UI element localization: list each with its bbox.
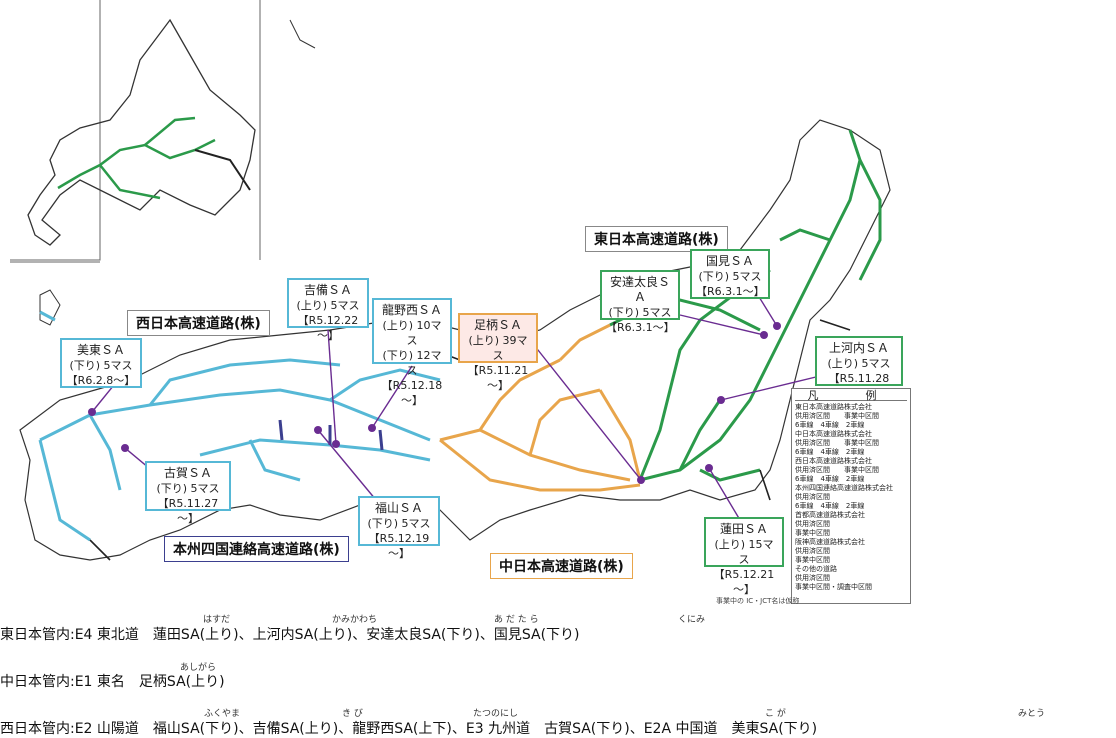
legend-title: 凡 例	[795, 390, 907, 401]
sa-date: 【R5.12.19～】	[368, 532, 430, 560]
sa-detail: (下り) 5マス	[698, 270, 762, 283]
hokkaido-outline	[27, 18, 256, 246]
company-label-central: 中日本高速道路(株)	[490, 553, 633, 579]
legend-row: 本州四国連絡高速道路株式会社	[795, 484, 893, 492]
legend-row: 6車線 4車線 2車線	[795, 502, 865, 510]
legend-row: 6車線 4車線 2車線	[795, 421, 865, 429]
legend-row: 中日本高速道路株式会社	[795, 430, 872, 438]
legend-row: 首都高速道路株式会社	[795, 511, 865, 519]
legend-row: 事業中区間	[795, 556, 830, 564]
sa-detail: (下り) 5マス	[367, 517, 431, 530]
legend-row: 6車線 4車線 2車線	[795, 448, 865, 456]
sa-detail: (上り) 39マス	[468, 334, 528, 362]
legend-row: 供用済区間	[795, 574, 830, 582]
sa-box-adatara: 安達太良ＳＡ (下り) 5マス 【R6.3.1～】	[600, 270, 680, 334]
sa-date: 【R6.3.1～】	[696, 285, 765, 298]
sa-date: 【R5.12.22～】	[297, 314, 359, 342]
sa-date: 【R5.12.21～】	[713, 568, 775, 596]
company-label-shikoku: 本州四国連絡高速道路(株)	[164, 536, 349, 562]
legend-row: 供用済区間 事業中区間	[795, 439, 879, 447]
sa-box-mito: 美東ＳＡ (下り) 5マス 【R6.2.8～】	[60, 338, 142, 388]
sa-box-ashigara: 足柄ＳＡ (上り) 39マス 【R5.11.21～】	[458, 313, 538, 392]
sa-name: 美東ＳＡ	[76, 343, 125, 357]
ruby-ashigara: あしがら	[180, 663, 217, 673]
sa-name: 福山ＳＡ	[374, 501, 423, 515]
ruby-adatara: あ だ た ら	[494, 615, 539, 625]
legend-row: 事業中区間・調査中区間	[795, 583, 872, 591]
sa-box-tatsuno-nishi: 龍野西ＳＡ (上り) 10マス (下り) 12マス 【R5.12.18～】	[372, 298, 452, 407]
legend-row: その他の道路	[795, 565, 837, 573]
legend-row: 供用済区間	[795, 520, 830, 528]
bottom-line-west: 西日本管内:E2 山陽道 福山SA(下り)、吉備SA(上り)、龍野西SA(上下)…	[0, 721, 818, 737]
ruby-tatsunonishi: たつのにし	[473, 709, 519, 719]
sa-box-fukuyama: 福山ＳＡ (下り) 5マス 【R5.12.19～】	[358, 496, 440, 560]
sa-box-hasuda: 蓮田ＳＡ (上り) 15マス 【R5.12.21～】	[704, 517, 784, 596]
ruby-mito: みとう	[1018, 709, 1046, 719]
sa-detail-2: (下り) 12マス	[382, 349, 442, 377]
sa-detail: (下り) 5マス	[156, 482, 220, 495]
sa-box-kunimi: 国見ＳＡ (下り) 5マス 【R6.3.1～】	[690, 249, 770, 299]
map-note: 事業中の IC・JCT名は仮称	[716, 597, 800, 605]
legend-row: 供用済区間	[795, 547, 830, 555]
sa-detail: (下り) 5マス	[608, 306, 672, 319]
legend-row: 供用済区間 事業中区間	[795, 466, 879, 474]
sa-detail: (上り) 5マス	[827, 357, 891, 370]
ruby-kamikawachi: かみかわち	[332, 615, 378, 625]
ruby-hasuda: はすだ	[203, 615, 231, 625]
sa-box-kamikawachi: 上河内ＳＡ (上り) 5マス 【R5.11.28～】	[815, 336, 903, 400]
sa-box-kibi: 吉備ＳＡ (上り) 5マス 【R5.12.22～】	[287, 278, 369, 342]
sa-name: 国見ＳＡ	[705, 254, 754, 268]
sa-detail: (上り) 5マス	[296, 299, 360, 312]
ruby-kunimi: くにみ	[678, 615, 706, 625]
sa-name: 上河内ＳＡ	[828, 341, 889, 355]
sa-name: 足柄ＳＡ	[473, 318, 522, 332]
sa-date: 【R5.11.27～】	[157, 497, 219, 525]
ruby-kibi: き び	[342, 709, 363, 719]
legend-row: 供用済区間	[795, 493, 830, 501]
sa-detail: (上り) 15マス	[714, 538, 774, 566]
company-label-west: 西日本高速道路(株)	[127, 310, 270, 336]
legend-row: 西日本高速道路株式会社	[795, 457, 872, 465]
legend-row: 供用済区間 事業中区間	[795, 412, 879, 420]
sa-name: 蓮田ＳＡ	[719, 522, 768, 536]
legend-row: 6車線 4車線 2車線	[795, 475, 865, 483]
legend-row: 東日本高速道路株式会社	[795, 403, 872, 411]
sa-date: 【R5.12.18～】	[381, 379, 443, 407]
sa-name: 古賀ＳＡ	[163, 466, 212, 480]
sa-name: 龍野西ＳＡ	[381, 303, 442, 317]
sa-box-koga: 古賀ＳＡ (下り) 5マス 【R5.11.27～】	[145, 461, 231, 525]
bottom-line-central: 中日本管内:E1 東名 足柄SA(上り)	[0, 674, 225, 690]
ruby-koga: こ が	[765, 709, 786, 719]
sa-date: 【R6.2.8～】	[66, 374, 136, 387]
legend-row: 阪神高速道路株式会社	[795, 538, 865, 546]
sa-name: 吉備ＳＡ	[303, 283, 352, 297]
sa-name: 安達太良ＳＡ	[609, 275, 670, 304]
company-label-east: 東日本高速道路(株)	[585, 226, 728, 252]
sa-date: 【R6.3.1～】	[606, 321, 675, 334]
bottom-line-east: 東日本管内:E4 東北道 蓮田SA(上り)、上河内SA(上り)、安達太良SA(下…	[0, 627, 580, 643]
sa-detail: (下り) 5マス	[69, 359, 133, 372]
ruby-fukuyama: ふくやま	[204, 709, 241, 719]
sa-date: 【R5.11.21～】	[467, 364, 529, 392]
sa-detail: (上り) 10マス	[382, 319, 442, 347]
legend-row: 事業中区間	[795, 529, 830, 537]
